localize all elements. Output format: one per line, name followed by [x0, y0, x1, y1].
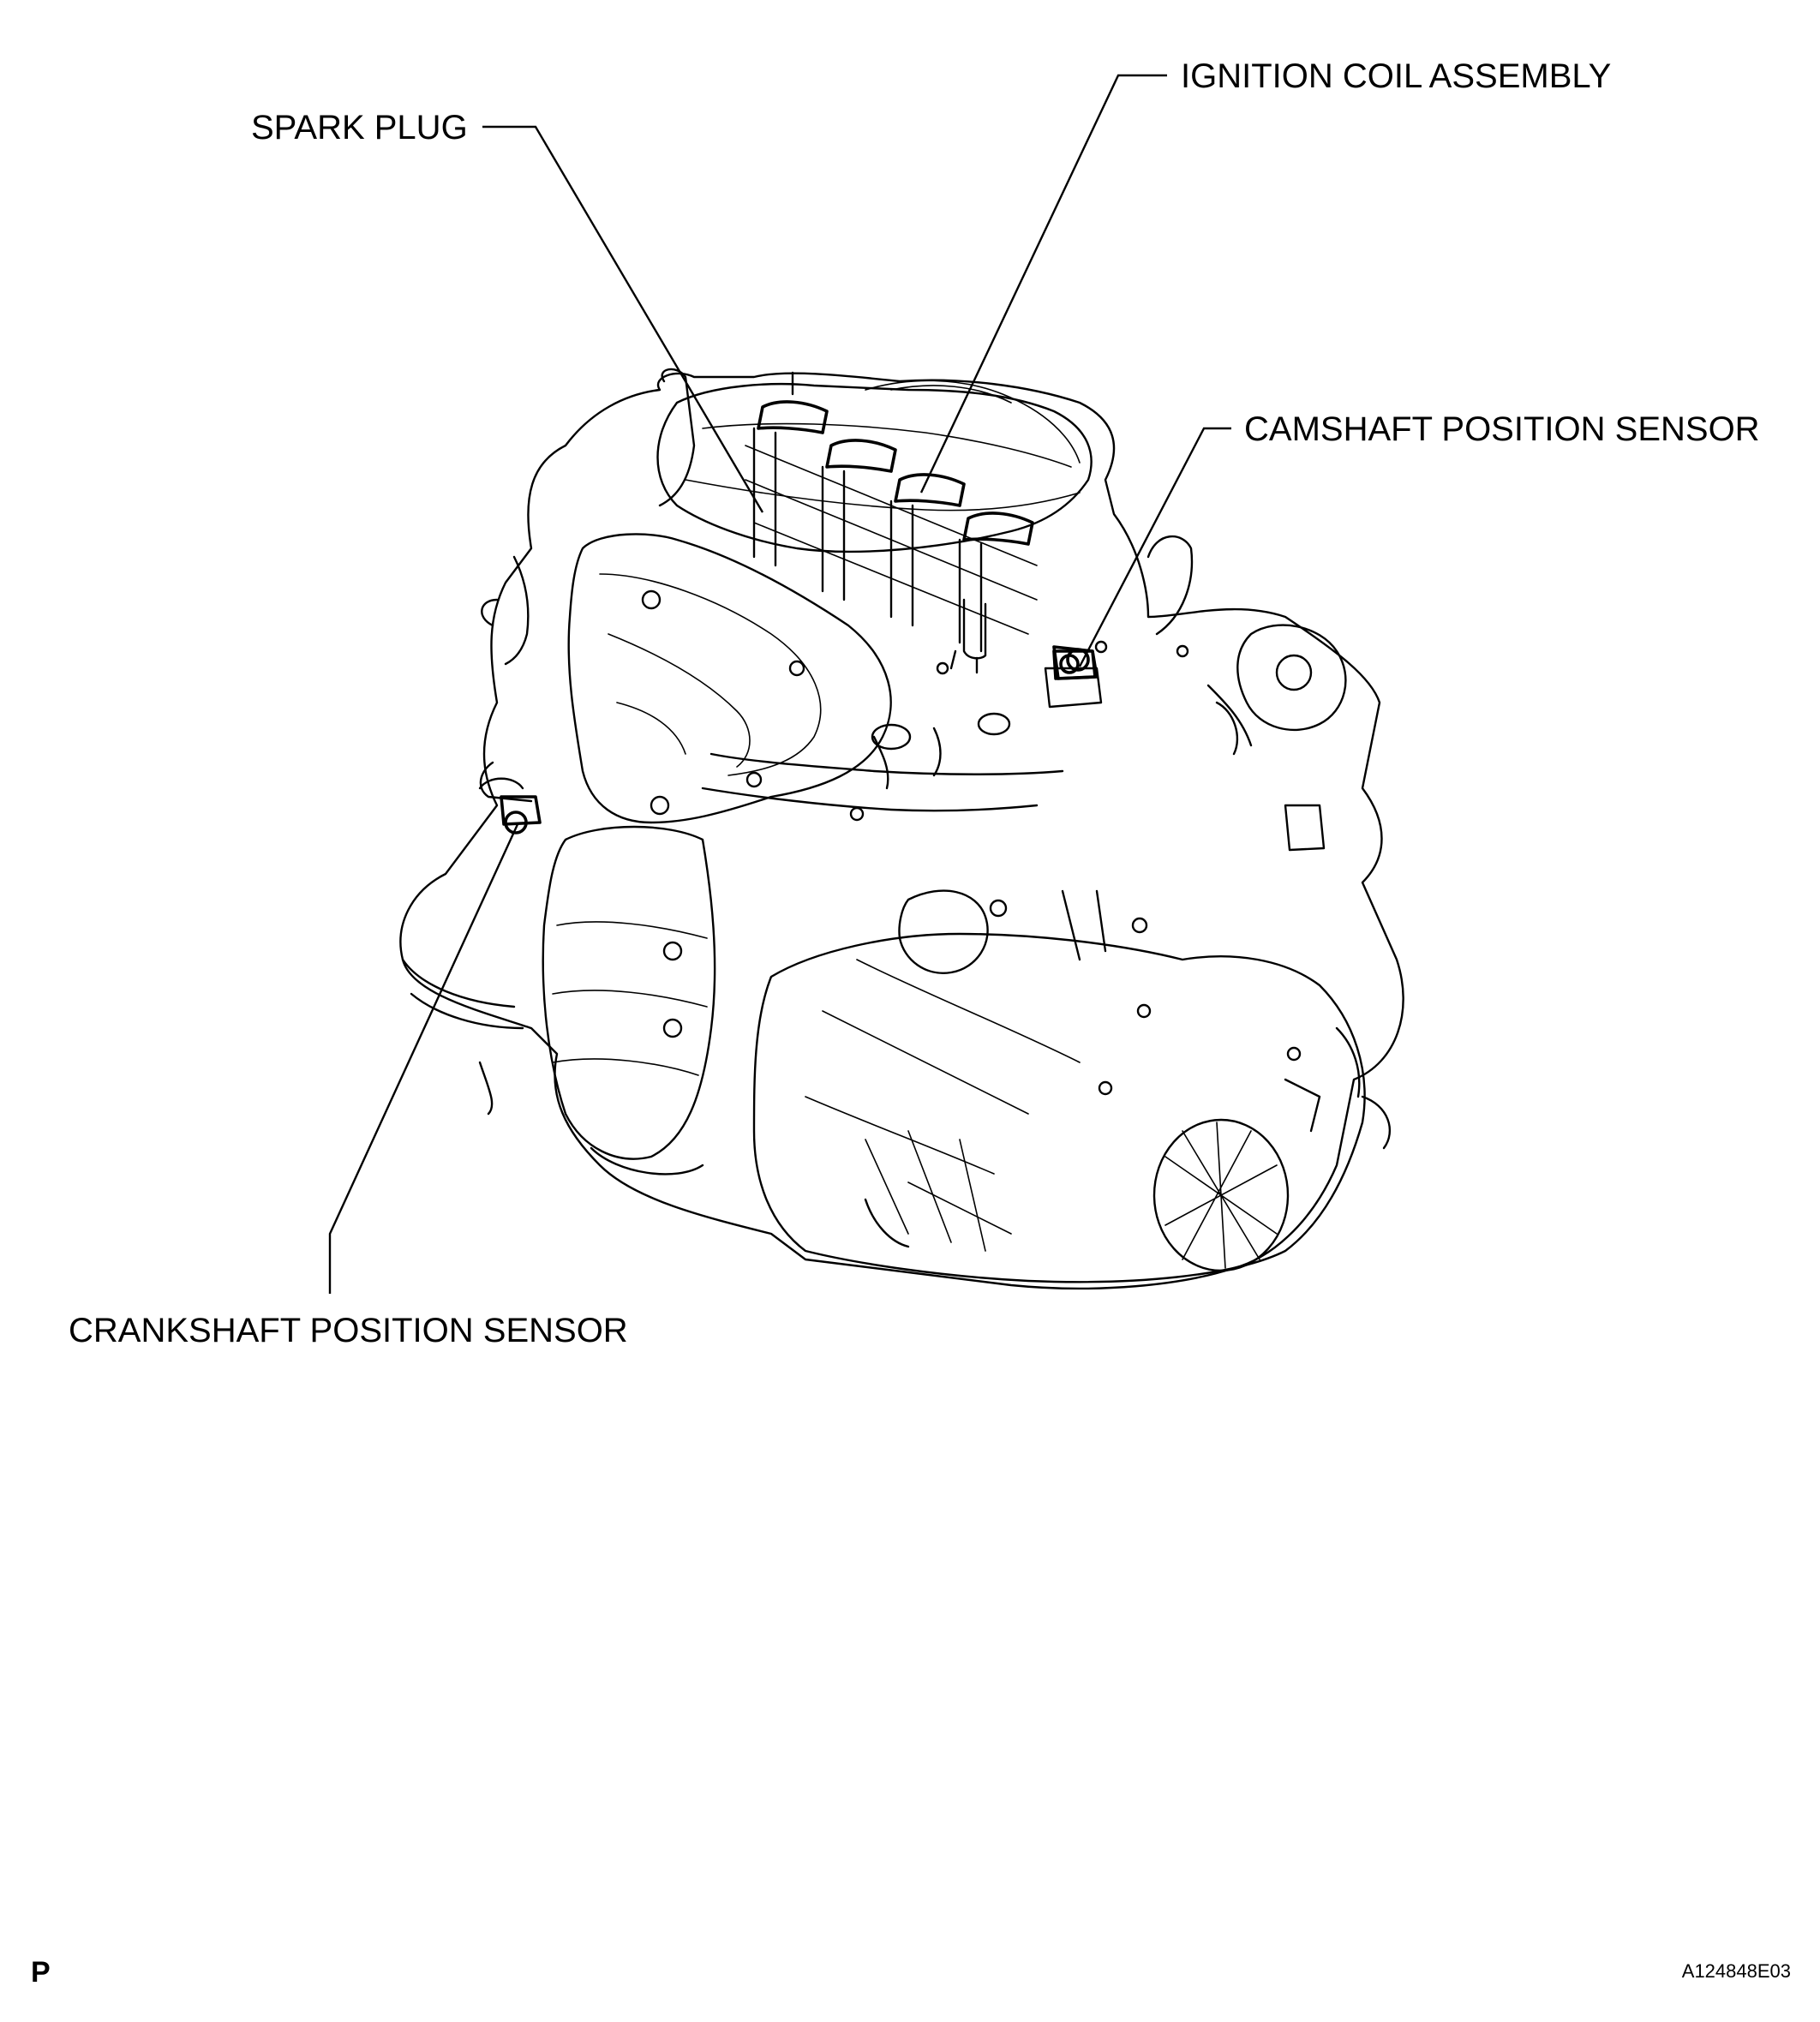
- spark-plugs: [949, 598, 987, 674]
- engine-assembly-drawing: [399, 368, 1404, 1290]
- engine-outline: [399, 372, 1404, 1290]
- ignition-coils: [745, 400, 1038, 653]
- cylinder-head-cover: [656, 382, 1093, 553]
- camshaft-position-sensor-label: CAMSHAFT POSITION SENSOR: [1244, 410, 1760, 448]
- leader-lines: [328, 74, 1231, 1294]
- camshaft-sensor-leader: [1078, 427, 1231, 667]
- crankshaft-sensor-leader: [328, 822, 520, 1294]
- spark-plug-label: SPARK PLUG: [251, 109, 468, 147]
- crankshaft-position-sensor-label: CRANKSHAFT POSITION SENSOR: [69, 1312, 628, 1349]
- exhaust-manifold-heat-shield: [567, 533, 892, 824]
- transaxle-case: [752, 932, 1366, 1283]
- ignition-coil-assembly-label: IGNITION COIL ASSEMBLY: [1181, 57, 1611, 95]
- ignition-coil-leader: [919, 74, 1167, 494]
- catalytic-converter: [542, 825, 716, 1160]
- corner-letter: P: [31, 1956, 51, 1989]
- spark-plug-leader: [482, 125, 764, 513]
- figure-id: A124848E03: [1682, 1960, 1791, 1982]
- crankshaft-position-sensor-part: [478, 777, 542, 835]
- camshaft-position-sensor-part: [1052, 645, 1099, 680]
